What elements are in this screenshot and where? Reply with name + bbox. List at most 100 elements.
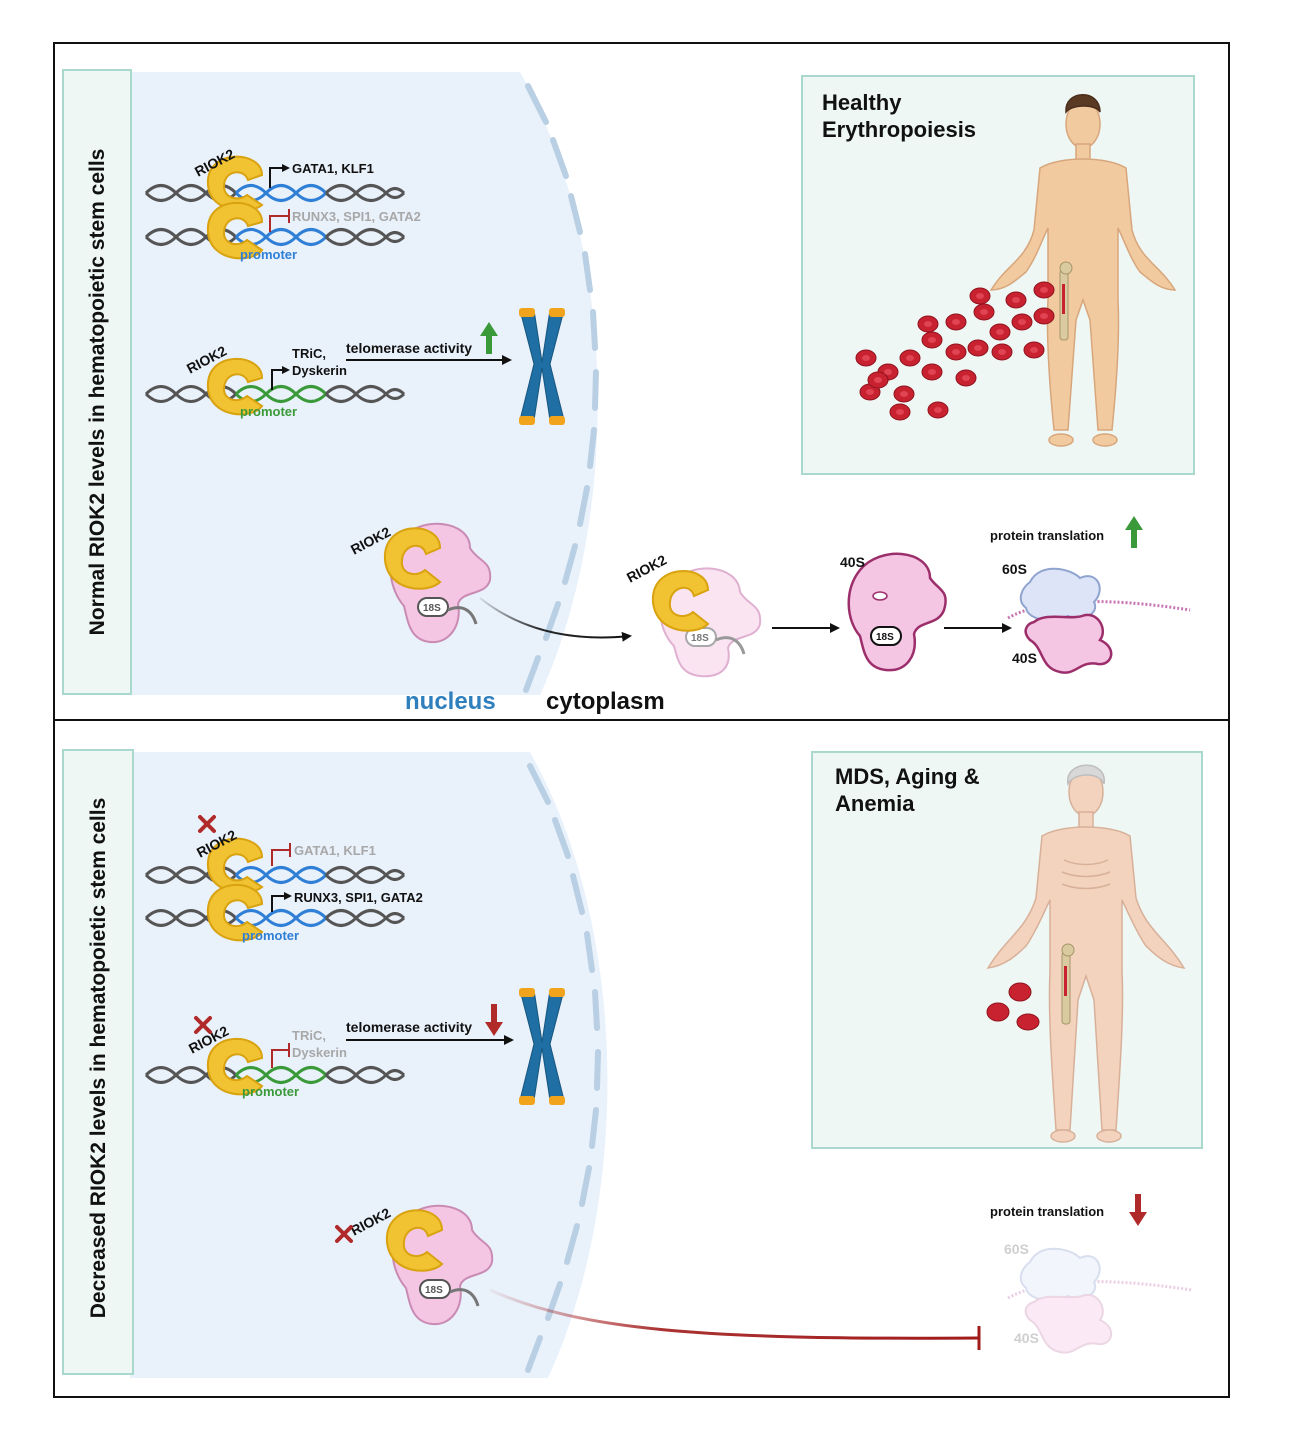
cross-icon — [335, 1225, 353, 1243]
up-arrow-icon — [1125, 516, 1143, 548]
activation-arrow — [271, 369, 284, 390]
rrna-label: 18S — [691, 633, 709, 644]
cytoplasmic-pre-40s — [659, 567, 762, 678]
red-blood-cell-center — [874, 377, 882, 383]
red-blood-cell-center — [952, 319, 960, 325]
promoter-label: promoter — [240, 404, 297, 419]
promoter-label: promoter — [242, 1084, 299, 1099]
side-label: Decreased RIOK2 levels in hematopoietic … — [87, 798, 110, 1319]
riok2-protein — [385, 1209, 444, 1272]
red-blood-cell-center — [1012, 297, 1020, 303]
cross-icon — [194, 1016, 212, 1034]
riok2-protein — [651, 570, 710, 632]
red-blood-cell-center — [962, 375, 970, 381]
red-blood-cell-center — [924, 321, 932, 327]
red-blood-cell-center — [974, 345, 982, 351]
activation-arrow — [269, 167, 284, 188]
ribosome-40s-label: 40S — [840, 554, 865, 570]
translating-ribosome — [1007, 567, 1191, 674]
femur-bone-icon — [1061, 943, 1075, 1025]
red-blood-cell-center — [928, 369, 936, 375]
nucleus-label: nucleus — [405, 688, 496, 715]
nuclear-envelope — [525, 763, 601, 1373]
arrowhead — [284, 892, 292, 900]
cytoplasm-label: cytoplasm — [546, 688, 665, 715]
femur-bone-icon — [1059, 261, 1073, 341]
export-arrow — [479, 597, 632, 642]
outcome-title-line1: MDS, Aging & — [835, 764, 980, 789]
gene-row-1: GATA1, KLF1 — [294, 843, 376, 858]
tric-label: TRiC, — [292, 346, 326, 361]
side-label-box — [62, 69, 132, 695]
faded-ribosome — [1007, 1247, 1193, 1354]
riok2-protein — [206, 202, 264, 260]
tric-label: TRiC, — [292, 1028, 326, 1043]
red-blood-cell-center — [1040, 287, 1048, 293]
red-blood-cell-center — [998, 349, 1006, 355]
riok2-protein — [206, 155, 264, 212]
red-blood-cell-center — [896, 409, 904, 415]
repression-arrow — [271, 849, 289, 866]
red-blood-cell-center — [862, 355, 870, 361]
chromosome-icon — [519, 308, 565, 425]
activation-arrow — [271, 895, 286, 912]
repression-arrow — [269, 215, 288, 232]
inhibition-arrow — [489, 1288, 979, 1340]
outcome-title-line1: Healthy — [822, 90, 902, 115]
riok2-protein — [383, 527, 442, 590]
outcome-title-line2: Anemia — [835, 791, 915, 816]
nucleus — [130, 72, 598, 695]
red-blood-cell-center — [866, 389, 874, 395]
translation-label: protein translation — [990, 1204, 1104, 1219]
up-arrow-icon — [480, 322, 498, 354]
red-blood-cell-center — [906, 355, 914, 361]
nuclear-envelope — [523, 83, 599, 693]
ribosome-60s-label: 60S — [1002, 561, 1027, 577]
riok2-protein — [206, 837, 264, 894]
red-blood-cell-center — [1040, 313, 1048, 319]
dyskerin-label: Dyskerin — [292, 363, 347, 378]
rrna-label: 18S — [876, 632, 894, 643]
red-blood-cell-center — [952, 349, 960, 355]
down-arrow-icon — [485, 1004, 503, 1036]
rrna-label: 18S — [423, 603, 441, 614]
red-blood-cells-few — [986, 982, 1040, 1031]
down-arrow-icon — [1129, 1194, 1147, 1226]
rrna-label: 18S — [425, 1285, 443, 1296]
gene-row-2: RUNX3, SPI1, GATA2 — [294, 890, 423, 905]
repression-arrow — [271, 1049, 288, 1068]
red-blood-cell-center — [1030, 347, 1038, 353]
red-blood-cells — [855, 281, 1055, 421]
outcome-title-line2: Erythropoiesis — [822, 117, 976, 142]
red-blood-cell-center — [934, 407, 942, 413]
riok2-protein — [206, 358, 264, 416]
arrowhead — [282, 366, 290, 374]
arrowhead — [282, 164, 290, 172]
riok2-protein — [206, 1038, 264, 1096]
dyskerin-label: Dyskerin — [292, 1045, 347, 1060]
outcome-box — [801, 75, 1195, 475]
ribosome-40s-label: 40S — [1014, 1330, 1039, 1346]
telomerase-label: telomerase activity — [346, 340, 472, 356]
riok2-protein — [206, 884, 264, 942]
red-blood-cell-center — [980, 309, 988, 315]
red-blood-cell-center — [928, 337, 936, 343]
red-blood-cell-center — [884, 369, 892, 375]
promoter-label: promoter — [242, 928, 299, 943]
chromosome-icon — [519, 988, 565, 1105]
red-blood-cell-center — [996, 329, 1004, 335]
panel-normal: Normal RIOK2 levels in hematopoietic ste… — [53, 42, 1230, 721]
mature-40s — [847, 552, 947, 672]
gene-row-2: RUNX3, SPI1, GATA2 — [292, 209, 421, 224]
ribosome-60s-label: 60S — [1004, 1241, 1029, 1257]
ribosome-40s-label: 40S — [1012, 650, 1037, 666]
gene-row-1: GATA1, KLF1 — [292, 161, 374, 176]
side-label: Normal RIOK2 levels in hematopoietic ste… — [86, 149, 109, 636]
red-blood-cell-center — [900, 391, 908, 397]
cross-icon — [198, 815, 216, 833]
translation-label: protein translation — [990, 528, 1104, 543]
panel-decreased: Decreased RIOK2 levels in hematopoietic … — [53, 719, 1230, 1398]
red-blood-cell-center — [976, 293, 984, 299]
aged-human-figure — [986, 764, 1186, 1143]
